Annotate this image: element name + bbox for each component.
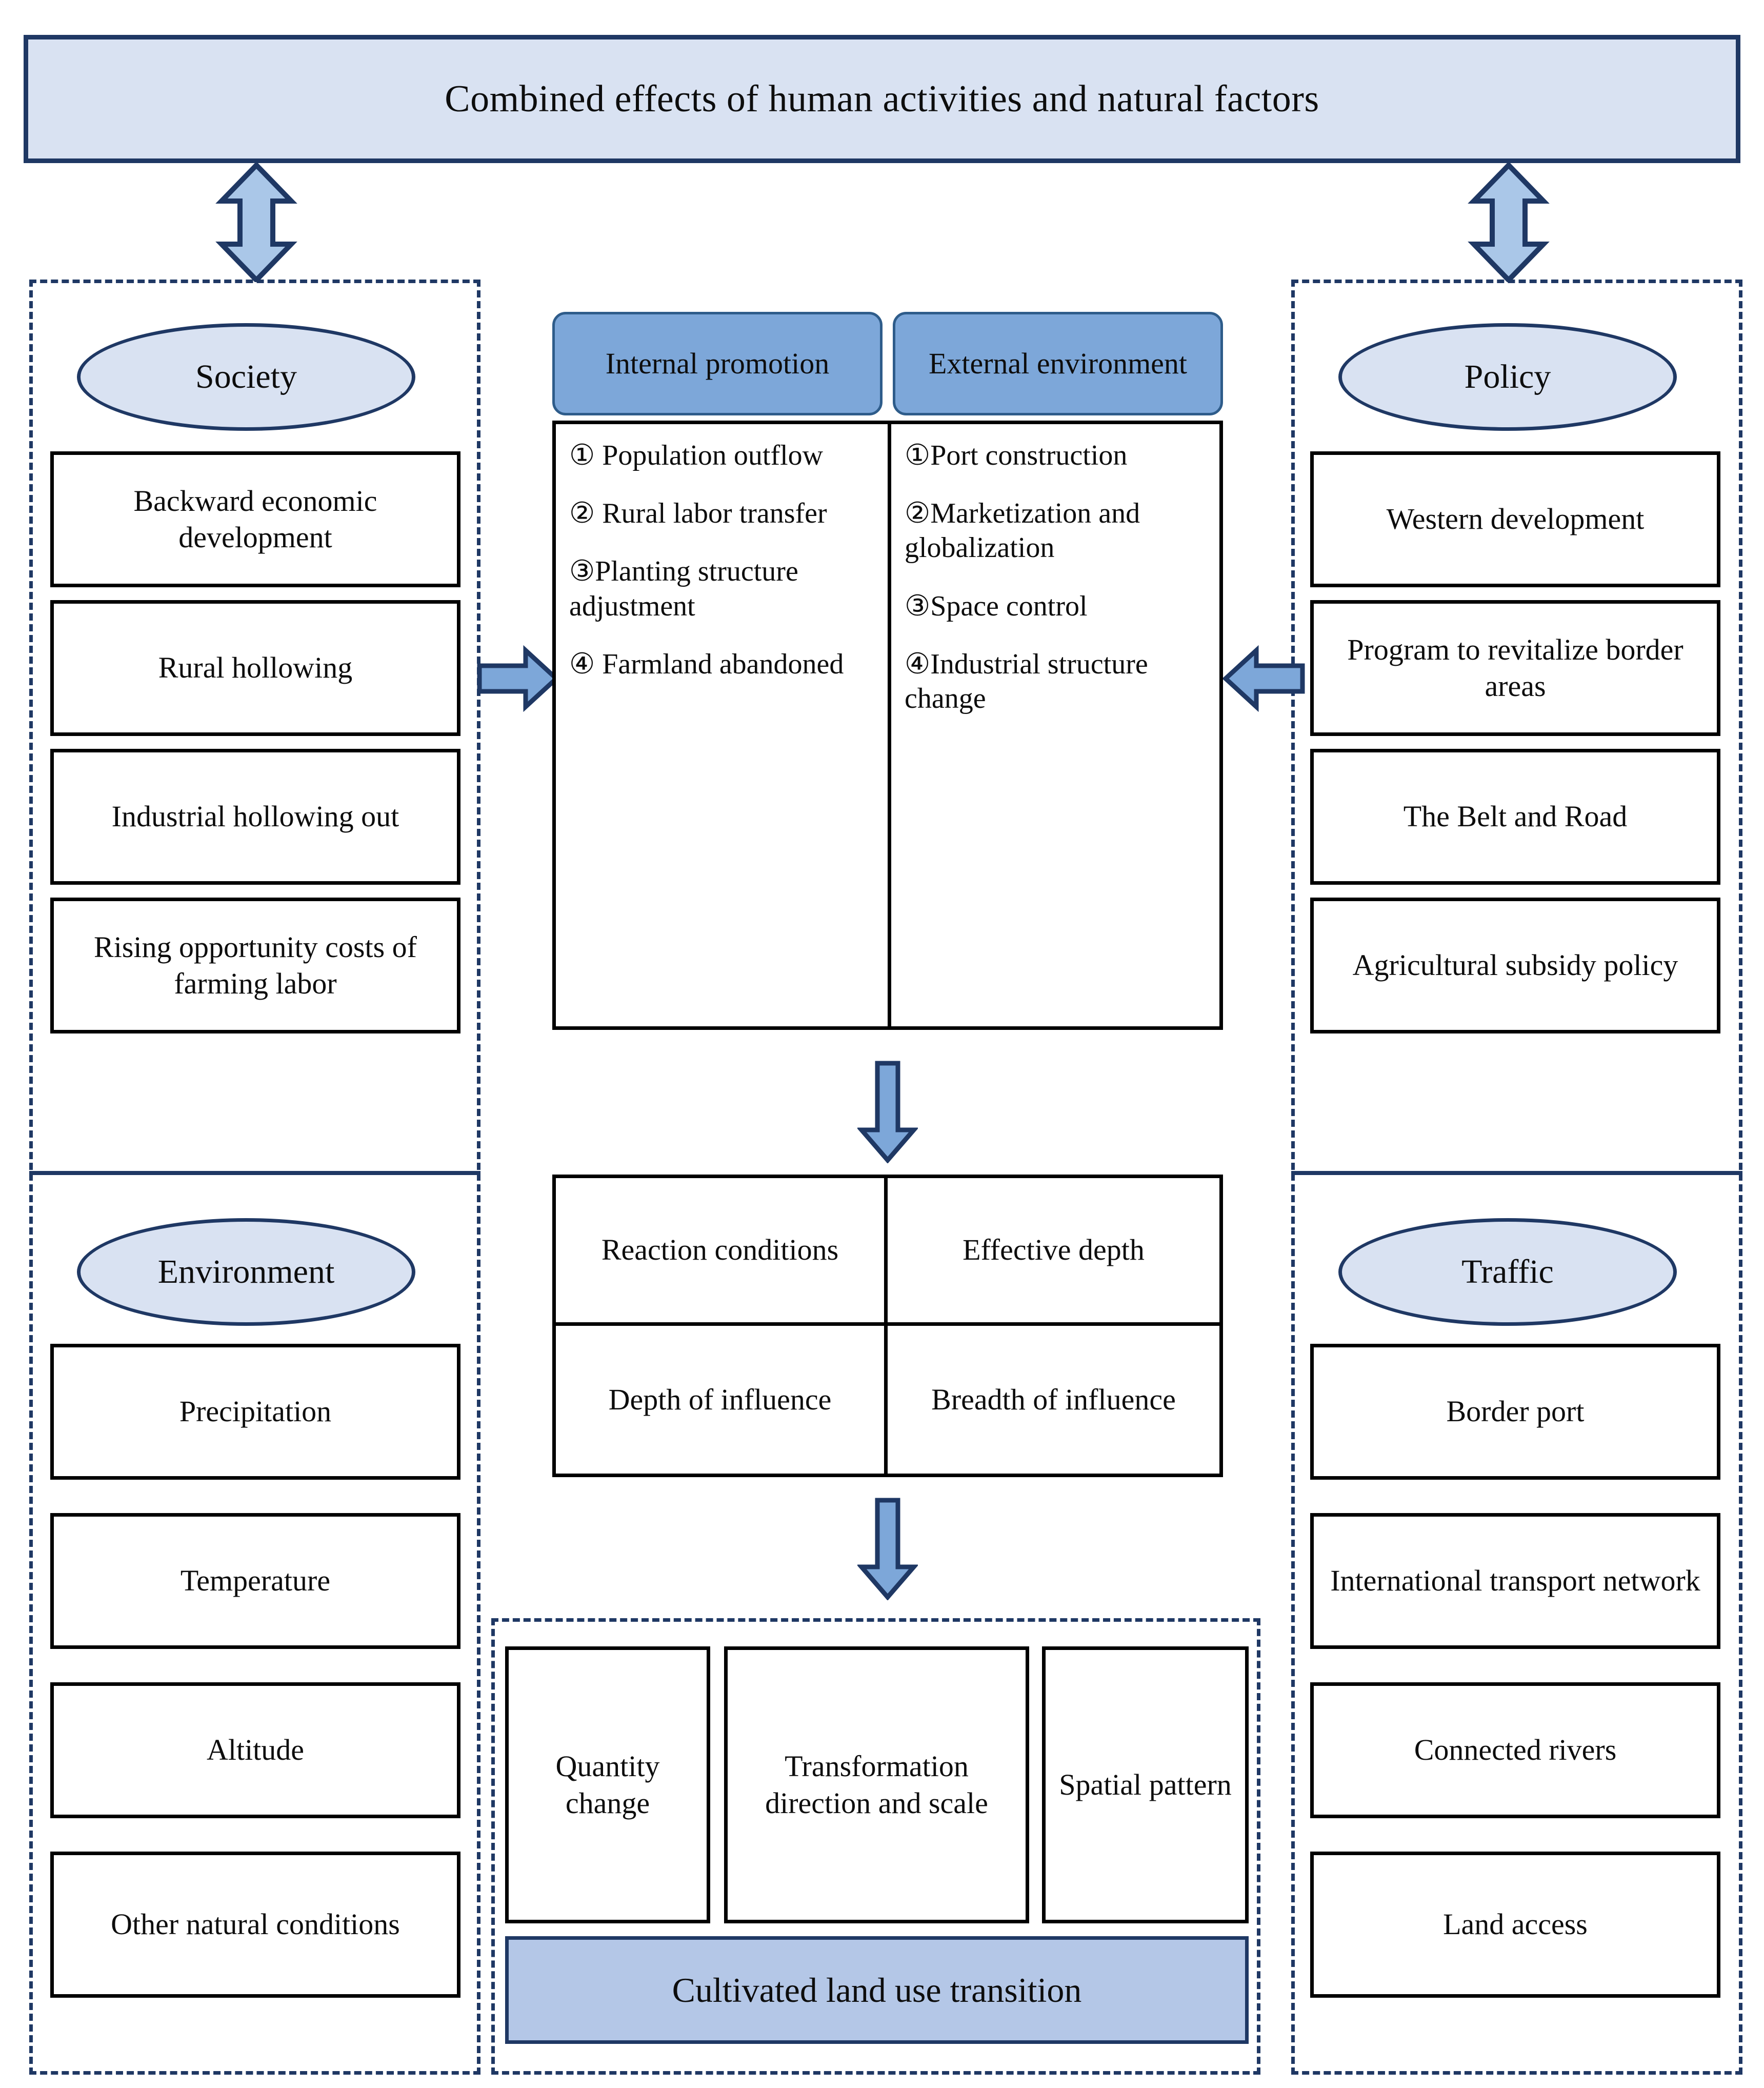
traffic-item-2-label: International transport network — [1330, 1564, 1700, 1598]
external-environment-header-label: External environment — [928, 346, 1188, 380]
society-heading-label: Society — [195, 358, 297, 395]
left-to-center-right-arrow — [477, 645, 559, 712]
double-headed-vertical-arrow-left — [215, 163, 297, 282]
traffic-item-1[interactable]: Border port — [1310, 1344, 1720, 1480]
policy-item-3-label: The Belt and Road — [1403, 800, 1628, 833]
society-item-2[interactable]: Rural hollowing — [50, 600, 460, 736]
internal-item-1: ① Population outflow — [569, 440, 824, 471]
environment-item-2-label: Temperature — [180, 1564, 331, 1598]
external-environment-column: ①Port construction ②Marketization and gl… — [888, 424, 1219, 1026]
traffic-item-3[interactable]: Connected rivers — [1310, 1682, 1720, 1818]
external-item-4: ④Industrial structure change — [905, 648, 1148, 714]
policy-item-1-label: Western development — [1386, 502, 1645, 536]
environment-item-3[interactable]: Altitude — [50, 1682, 460, 1818]
environment-item-1[interactable]: Precipitation — [50, 1344, 460, 1480]
traffic-item-3-label: Connected rivers — [1414, 1733, 1617, 1767]
environment-heading-label: Environment — [157, 1253, 335, 1290]
policy-item-2-label: Program to revitalize border areas — [1347, 632, 1683, 703]
title-banner-label: Combined effects of human activities and… — [445, 77, 1319, 120]
driver-to-matrix-down-arrow — [857, 1061, 918, 1163]
policy-item-3[interactable]: The Belt and Road — [1310, 749, 1720, 885]
internal-promotion-header-label: Internal promotion — [605, 346, 830, 380]
right-factors-panel — [1291, 280, 1742, 2075]
internal-item-4: ④ Farmland abandoned — [569, 648, 844, 680]
society-item-4-label: Rising opportunity costs of farming labo… — [94, 930, 417, 1000]
policy-heading-label: Policy — [1464, 358, 1551, 395]
environment-item-4-label: Other natural conditions — [111, 1907, 400, 1941]
outcome-2-label: Transformation direction and scale — [765, 1749, 988, 1820]
policy-item-1[interactable]: Western development — [1310, 451, 1720, 587]
environment-heading-ellipse: Environment — [77, 1218, 415, 1326]
right-to-center-left-arrow — [1223, 645, 1305, 712]
title-banner: Combined effects of human activities and… — [24, 35, 1740, 163]
right-panel-divider — [1291, 1171, 1742, 1175]
society-item-4[interactable]: Rising opportunity costs of farming labo… — [50, 898, 460, 1033]
matrix-cell-breadth-of-influence: Breadth of influence — [888, 1326, 1219, 1474]
environment-item-1-label: Precipitation — [179, 1395, 332, 1428]
environment-item-2[interactable]: Temperature — [50, 1513, 460, 1649]
internal-item-3: ③Planting structure adjustment — [569, 555, 798, 622]
external-environment-header[interactable]: External environment — [893, 312, 1223, 415]
matrix-cell-reaction-conditions: Reaction conditions — [556, 1178, 888, 1326]
policy-item-4-label: Agricultural subsidy policy — [1352, 948, 1678, 982]
policy-item-2[interactable]: Program to revitalize border areas — [1310, 600, 1720, 736]
left-factors-panel — [29, 280, 480, 2075]
impact-matrix: Reaction conditions Effective depth Dept… — [552, 1175, 1223, 1477]
traffic-item-2[interactable]: International transport network — [1310, 1513, 1720, 1649]
society-item-3-label: Industrial hollowing out — [111, 800, 399, 833]
matrix-cell-depth-of-influence: Depth of influence — [556, 1326, 888, 1474]
outcome-spatial-pattern[interactable]: Spatial pattern — [1042, 1646, 1249, 1923]
land-use-transition-panel — [491, 1618, 1260, 2075]
society-item-1-label: Backward economic development — [133, 484, 377, 554]
outcome-3-label: Spatial pattern — [1059, 1767, 1232, 1801]
society-item-1[interactable]: Backward economic development — [50, 451, 460, 587]
left-panel-divider — [29, 1171, 480, 1175]
outcome-1-label: Quantity change — [555, 1749, 660, 1820]
policy-item-4[interactable]: Agricultural subsidy policy — [1310, 898, 1720, 1033]
traffic-item-1-label: Border port — [1446, 1395, 1585, 1428]
society-item-2-label: Rural hollowing — [158, 651, 353, 685]
matrix-cell-4-label: Breadth of influence — [931, 1382, 1176, 1416]
double-headed-vertical-arrow-right — [1468, 163, 1550, 282]
outcome-quantity-change[interactable]: Quantity change — [505, 1646, 710, 1923]
internal-promotion-column: ① Population outflow ② Rural labor trans… — [556, 424, 888, 1026]
traffic-heading-label: Traffic — [1461, 1253, 1554, 1290]
cultivated-land-use-transition-label: Cultivated land use transition — [672, 1970, 1082, 2010]
external-item-1: ①Port construction — [905, 440, 1128, 471]
driver-factors-box: ① Population outflow ② Rural labor trans… — [552, 421, 1223, 1030]
traffic-item-4-label: Land access — [1443, 1907, 1588, 1941]
matrix-cell-2-label: Effective depth — [963, 1233, 1145, 1267]
policy-heading-ellipse: Policy — [1338, 323, 1677, 431]
environment-item-3-label: Altitude — [206, 1733, 305, 1767]
external-item-2: ②Marketization and globalization — [905, 498, 1140, 564]
external-item-3: ③Space control — [905, 590, 1088, 622]
environment-item-4[interactable]: Other natural conditions — [50, 1852, 460, 1998]
matrix-cell-effective-depth: Effective depth — [888, 1178, 1219, 1326]
matrix-cell-3-label: Depth of influence — [608, 1382, 832, 1416]
traffic-heading-ellipse: Traffic — [1338, 1218, 1677, 1326]
traffic-item-4[interactable]: Land access — [1310, 1852, 1720, 1998]
matrix-to-outcome-down-arrow — [857, 1498, 918, 1600]
internal-promotion-header[interactable]: Internal promotion — [552, 312, 883, 415]
outcome-transformation-direction-and-scale[interactable]: Transformation direction and scale — [724, 1646, 1029, 1923]
cultivated-land-use-transition-bar: Cultivated land use transition — [505, 1936, 1249, 2044]
internal-item-2: ② Rural labor transfer — [569, 498, 827, 530]
society-heading-ellipse: Society — [77, 323, 415, 431]
matrix-cell-1-label: Reaction conditions — [601, 1233, 839, 1267]
society-item-3[interactable]: Industrial hollowing out — [50, 749, 460, 885]
